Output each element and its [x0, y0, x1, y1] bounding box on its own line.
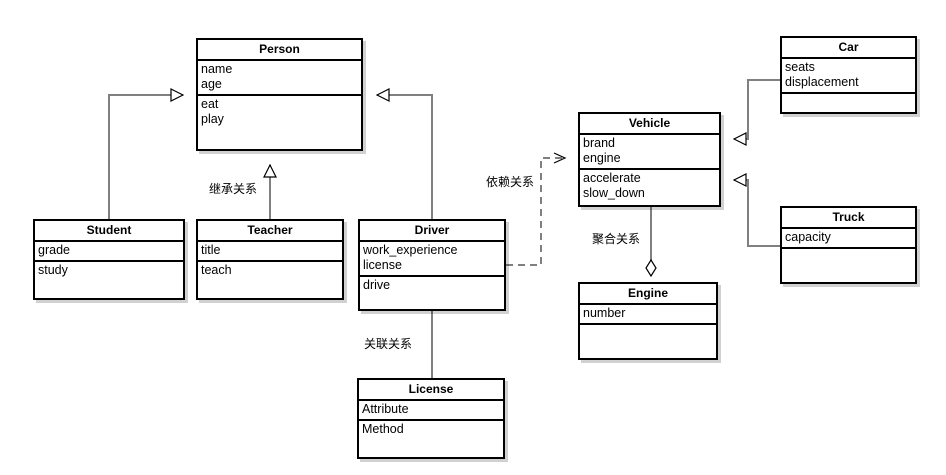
class-box-car[interactable]: Car seats displacement — [780, 36, 917, 114]
class-box-driver[interactable]: Driver work_experience license drive — [358, 219, 506, 311]
class-attributes-car: seats displacement — [782, 59, 915, 94]
class-methods-driver: drive — [363, 278, 391, 292]
class-title-engine: Engine — [580, 284, 716, 305]
class-box-truck[interactable]: Truck capacity — [780, 206, 917, 284]
class-attributes-engine: number — [580, 305, 716, 325]
class-box-engine[interactable]: Engine number — [578, 282, 718, 360]
class-title-teacher: Teacher — [198, 221, 342, 242]
class-methods-engine — [580, 325, 716, 328]
class-title-driver: Driver — [360, 221, 504, 242]
class-methods-person: eat play — [201, 97, 224, 126]
class-methods-vehicle: accelerate slow_down — [583, 171, 645, 200]
class-attributes-driver: work_experience license — [360, 242, 504, 277]
class-box-vehicle[interactable]: Vehicle brand engine accelerate slow_dow… — [578, 112, 721, 207]
class-title-license: License — [359, 380, 503, 401]
edge-label-association: 关联关系 — [364, 337, 413, 351]
edge-label-aggregation: 聚合关系 — [592, 232, 641, 246]
class-methods-truck — [782, 249, 915, 252]
edge-truck-vehicle — [734, 180, 780, 247]
class-methods-teacher: teach — [201, 263, 232, 277]
edge-driver-vehicle — [506, 152, 567, 266]
edge-label-inheritance: 继承关系 — [209, 182, 258, 196]
class-title-student: Student — [35, 221, 183, 242]
class-attributes-license: Attribute — [359, 401, 503, 421]
edge-car-vehicle — [734, 79, 780, 139]
class-methods-student: study — [38, 263, 68, 277]
class-box-person[interactable]: Person name age eat play — [196, 38, 363, 151]
class-attributes-person: name age — [198, 61, 361, 96]
class-methods-license: Method — [362, 422, 404, 436]
edge-driver-person — [377, 95, 433, 219]
class-box-license[interactable]: License Attribute Method — [357, 378, 505, 459]
edge-student-person — [108, 95, 183, 219]
class-box-teacher[interactable]: Teacher title teach — [196, 219, 344, 300]
class-attributes-student: grade — [35, 242, 183, 262]
class-attributes-teacher: title — [198, 242, 342, 262]
class-title-car: Car — [782, 38, 915, 59]
class-attributes-truck: capacity — [782, 229, 915, 249]
class-attributes-vehicle: brand engine — [580, 135, 719, 170]
class-title-person: Person — [198, 40, 361, 61]
class-methods-car — [782, 94, 915, 97]
class-box-student[interactable]: Student grade study — [33, 219, 185, 300]
edge-label-dependency: 依赖关系 — [486, 175, 535, 189]
class-title-vehicle: Vehicle — [580, 114, 719, 135]
class-title-truck: Truck — [782, 208, 915, 229]
